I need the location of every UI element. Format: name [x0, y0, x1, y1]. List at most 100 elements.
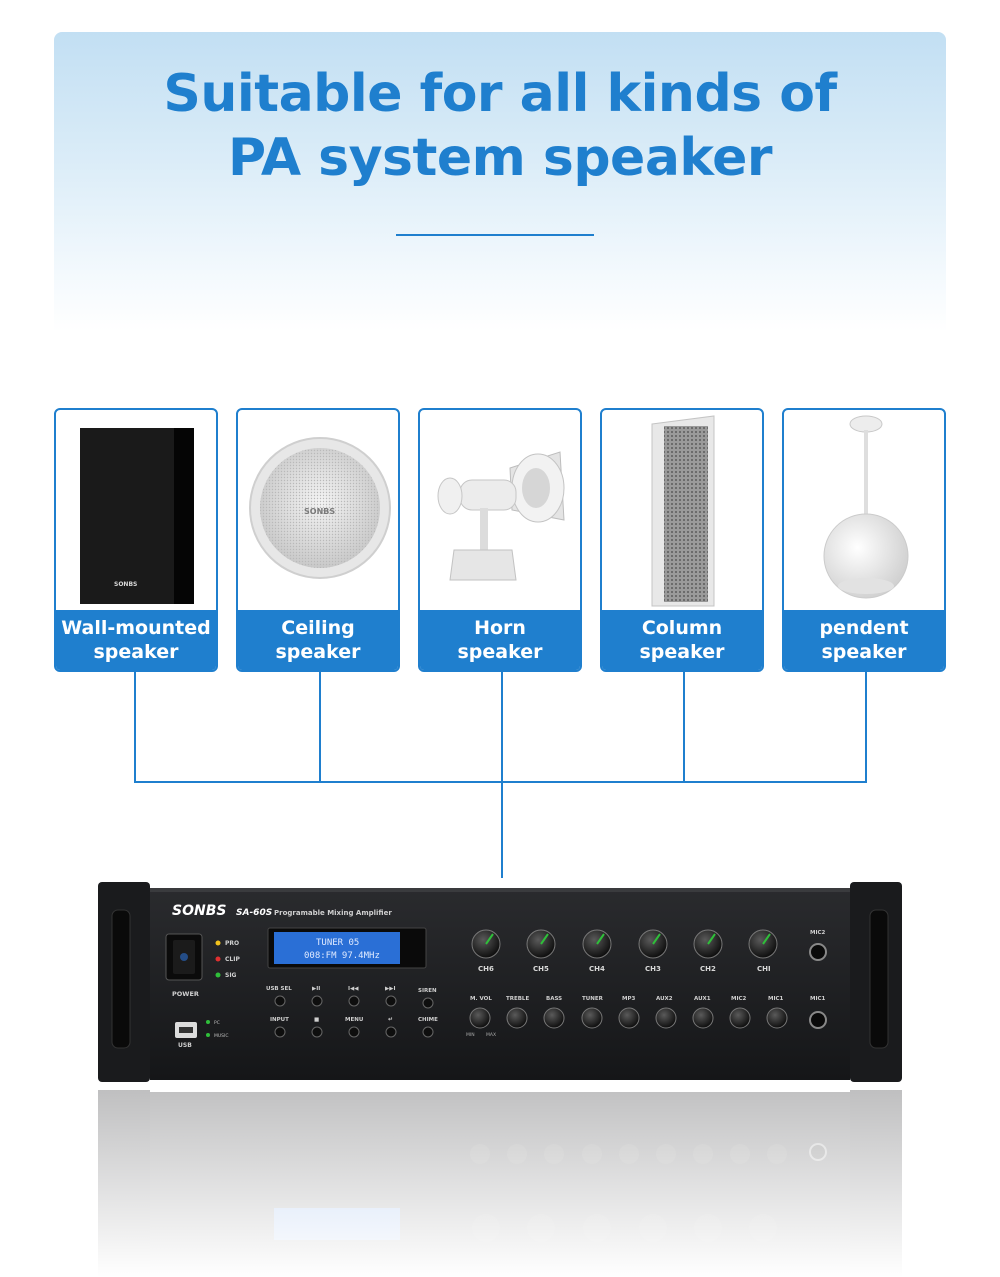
btn-label-siren: SIREN — [418, 988, 437, 994]
headline-divider — [396, 234, 594, 236]
speaker-label-line-2: speaker — [457, 641, 543, 663]
amplifier-front-panel: SONBS SA-60S Programable Mixing Amplifie… — [98, 882, 902, 1082]
wire-wall-mounted — [134, 672, 136, 782]
label-bass: BASS — [546, 996, 562, 1002]
horn-speaker-image — [437, 451, 565, 581]
wire-pendent — [865, 672, 867, 782]
reflection-fade — [98, 1086, 902, 1277]
knob-bass[interactable] — [543, 1007, 565, 1029]
next-button[interactable] — [385, 995, 397, 1007]
btn-label-prev: I◀◀ — [348, 986, 359, 992]
label-m-vol: M. VOL — [470, 996, 492, 1002]
prev-button[interactable] — [348, 995, 360, 1007]
menu-button[interactable] — [348, 1026, 360, 1038]
btn-label-next: ▶▶I — [385, 986, 396, 992]
enter-button[interactable] — [385, 1026, 397, 1038]
stop-button[interactable] — [311, 1026, 323, 1038]
indicator-pro: PRO — [225, 940, 239, 947]
label-ch5: CH5 — [533, 965, 549, 973]
amplifier-reflection — [98, 1086, 902, 1277]
label-mic1-knob: MIC1 — [768, 996, 784, 1002]
mic2-jack[interactable] — [809, 943, 827, 961]
speaker-label-line-1: Horn — [474, 617, 526, 639]
btn-label-input: INPUT — [270, 1017, 289, 1023]
label-mic1-jack: MIC1 — [810, 996, 826, 1002]
column-speaker-image — [651, 415, 715, 607]
speaker-label-line-2: speaker — [93, 641, 179, 663]
wall-speaker-brand: SONBS — [114, 581, 137, 588]
knob-mic1[interactable] — [766, 1007, 788, 1029]
label-ch2: CH2 — [700, 965, 716, 973]
btn-label-menu: MENU — [345, 1017, 363, 1023]
knob-tuner[interactable] — [581, 1007, 603, 1029]
headline-line-1: Suitable for all kinds of — [163, 64, 837, 124]
speaker-label-line-1: Column — [641, 617, 723, 639]
headline-line-2: PA system speaker — [227, 128, 773, 188]
usb-sel-button[interactable] — [274, 995, 286, 1007]
chime-button[interactable] — [422, 1026, 434, 1038]
speaker-label-line-1: Ceiling — [281, 617, 355, 639]
label-mic2-knob: MIC2 — [731, 996, 747, 1002]
usb-label: USB — [178, 1042, 192, 1049]
wire-column — [683, 672, 685, 782]
amp-model: SA-60S — [236, 908, 272, 918]
speaker-label-line-2: speaker — [275, 641, 361, 663]
ceiling-speaker-image: SONBS — [249, 437, 391, 579]
pendent-speaker-image — [823, 415, 909, 599]
knob-m-vol[interactable] — [469, 1007, 491, 1029]
label-ch4: CH4 — [589, 965, 605, 973]
speaker-label-line-1: pendent — [819, 617, 909, 639]
label-ch3: CH3 — [645, 965, 661, 973]
label-max: MAX — [486, 1032, 496, 1038]
btn-label-play-pause: ▶II — [312, 986, 320, 992]
lcd-line-2: 008:FM 97.4MHz — [304, 951, 380, 961]
wire-horn — [501, 672, 503, 878]
label-ch1: CHI — [757, 965, 771, 973]
ceiling-speaker-brand: SONBS — [304, 507, 335, 516]
play-pause-button[interactable] — [311, 995, 323, 1007]
btn-label-usb-sel: USB SEL — [266, 986, 292, 992]
power-label: POWER — [172, 990, 199, 998]
label-mp3: MP3 — [622, 996, 636, 1002]
mic1-jack[interactable] — [809, 1011, 827, 1029]
btn-label-chime: CHIME — [418, 1017, 438, 1023]
amp-description: Programable Mixing Amplifier — [274, 909, 392, 917]
label-mic2-jack: MIC2 — [810, 930, 826, 936]
knob-aux2[interactable] — [655, 1007, 677, 1029]
label-min: MIN — [466, 1032, 475, 1038]
input-button[interactable] — [274, 1026, 286, 1038]
speaker-label-line-1: Wall-mounted — [61, 617, 211, 639]
knob-mp3[interactable] — [618, 1007, 640, 1029]
headline: Suitable for all kinds of PA system spea… — [54, 62, 946, 190]
channel-knobs — [471, 929, 778, 959]
tone-knobs — [469, 1007, 788, 1029]
knob-mic2[interactable] — [729, 1007, 751, 1029]
label-treble: TREBLE — [506, 996, 529, 1002]
wall-mounted-speaker-image: SONBS — [80, 428, 194, 604]
label-aux2: AUX2 — [656, 996, 673, 1002]
lcd-line-1: TUNER 05 — [316, 938, 359, 948]
indicator-sig: SIG — [225, 972, 237, 979]
siren-button[interactable] — [422, 997, 434, 1009]
label-aux1: AUX1 — [694, 996, 711, 1002]
amplifier: SONBS SA-60S Programable Mixing Amplifie… — [98, 882, 902, 1082]
amp-brand: SONBS — [172, 903, 226, 919]
usb-indicator-pc: PC — [214, 1020, 220, 1026]
wire-bus — [134, 781, 867, 783]
knob-aux1[interactable] — [692, 1007, 714, 1029]
indicator-clip: CLIP — [225, 956, 240, 963]
usb-indicator-music: MUSIC — [214, 1033, 229, 1039]
label-ch6: CH6 — [478, 965, 494, 973]
wire-ceiling — [319, 672, 321, 782]
speaker-label-line-2: speaker — [639, 641, 725, 663]
knob-treble[interactable] — [506, 1007, 528, 1029]
